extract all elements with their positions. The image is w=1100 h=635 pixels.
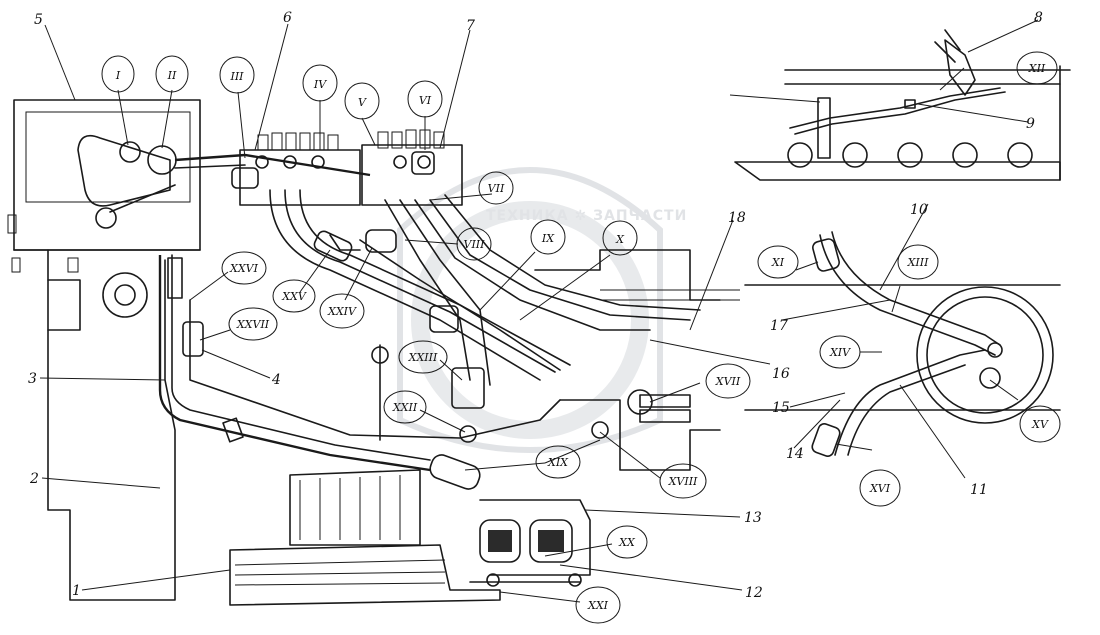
valve-xxiv	[365, 229, 397, 253]
svg-text:XX: XX	[618, 536, 636, 549]
callout-xii: XII	[1016, 51, 1058, 85]
roman-callouts: I II III IV V VI VII VIII IX X XI XII XI…	[101, 51, 1061, 624]
callout-xv: XV	[1019, 405, 1061, 443]
svg-text:XIV: XIV	[829, 346, 851, 359]
filter-xxv	[313, 230, 353, 262]
callout-3: 3	[28, 371, 37, 387]
callout-iv: IV	[302, 64, 338, 102]
svg-text:XII: XII	[1028, 62, 1046, 75]
numeric-leader-lines	[39, 19, 1039, 591]
svg-text:IV: IV	[313, 78, 327, 91]
callout-xxiv: XXIV	[319, 293, 365, 329]
callout-ix: IX	[530, 219, 566, 255]
callout-5: 5	[34, 12, 43, 28]
callout-xiv: XIV	[819, 335, 861, 369]
callout-vii: VII	[478, 171, 514, 205]
numbered-callouts: 1 2 3 4 5 6 7 8 9 10 11 12 13 14 15 16 1…	[28, 10, 1043, 601]
callout-xxvii: XXVII	[228, 307, 278, 341]
svg-text:XV: XV	[1031, 418, 1049, 431]
callout-14: 14	[786, 446, 804, 462]
svg-text:XVII: XVII	[715, 375, 741, 388]
callout-10: 10	[910, 202, 928, 218]
callout-12: 12	[745, 585, 763, 601]
svg-text:XIII: XIII	[907, 256, 930, 269]
callout-7: 7	[466, 18, 475, 34]
svg-text:V: V	[358, 96, 367, 109]
svg-text:IX: IX	[541, 232, 555, 245]
svg-text:VII: VII	[488, 182, 505, 195]
pipe-bundle	[174, 153, 701, 386]
svg-text:XI: XI	[771, 256, 785, 269]
svg-text:XXI: XXI	[587, 599, 609, 612]
svg-text:XVIII: XVIII	[668, 475, 698, 488]
svg-text:XIX: XIX	[547, 456, 569, 469]
callout-17: 17	[770, 318, 788, 334]
pump-assembly	[469, 499, 591, 587]
callout-2: 2	[29, 471, 39, 487]
callout-18: 18	[728, 210, 746, 226]
callout-16: 16	[772, 366, 790, 382]
callout-4: 4	[271, 372, 281, 388]
callout-x: X	[602, 220, 638, 256]
callout-xxv: XXV	[272, 279, 316, 313]
callout-xxvi: XXVI	[221, 251, 267, 285]
callout-6: 6	[283, 10, 292, 26]
valve-xxiii	[451, 367, 485, 409]
callout-1: 1	[72, 583, 81, 599]
svg-text:VIII: VIII	[464, 238, 486, 251]
svg-text:XXIV: XXIV	[327, 305, 357, 318]
distributor-left	[231, 132, 361, 206]
callout-viii: VIII	[456, 227, 492, 261]
callout-xi: XI	[757, 245, 799, 279]
valve-ix	[429, 305, 459, 333]
svg-text:X: X	[615, 233, 625, 246]
svg-text:XXV: XXV	[281, 290, 307, 303]
callout-iii: III	[219, 56, 255, 94]
svg-text:II: II	[167, 69, 177, 82]
watermark-text: ТЕХНИКА ✲ ЗАПЧАСТИ	[486, 208, 687, 224]
svg-text:I: I	[115, 69, 121, 82]
svg-text:XXVI: XXVI	[229, 262, 259, 275]
callout-xxiii: XXIII	[398, 340, 448, 374]
svg-text:XXVII: XXVII	[236, 318, 270, 331]
callout-xxi: XXI	[575, 586, 621, 624]
rear-wheel-assembly	[744, 231, 1061, 457]
callout-13: 13	[744, 510, 762, 526]
callout-v: V	[344, 82, 380, 120]
watermark: ТЕХНИКА ✲ ЗАПЧАСТИ	[397, 167, 687, 453]
svg-text:VI: VI	[419, 94, 432, 107]
callout-vi: VI	[407, 80, 443, 118]
callout-9: 9	[1026, 116, 1035, 132]
oil-tank	[229, 469, 501, 606]
svg-text:XXIII: XXIII	[408, 351, 438, 364]
callout-xiii: XIII	[897, 244, 939, 280]
callout-xvii: XVII	[705, 363, 751, 399]
callout-xvi: XVI	[859, 469, 901, 507]
callout-11: 11	[970, 482, 988, 498]
callout-xviii: XVIII	[659, 463, 707, 499]
inset-top-right	[734, 29, 1071, 181]
return-line	[158, 254, 609, 490]
svg-text:III: III	[229, 70, 244, 83]
callout-15: 15	[772, 400, 790, 416]
callout-xxii: XXII	[383, 390, 427, 424]
callout-ii: II	[155, 55, 189, 93]
svg-text:XXII: XXII	[392, 401, 418, 414]
leader-lines	[117, 67, 1019, 603]
svg-text:XVI: XVI	[869, 482, 891, 495]
callout-xix: XIX	[535, 445, 581, 479]
callout-8: 8	[1034, 10, 1043, 26]
callout-i: I	[101, 55, 135, 93]
callout-xx: XX	[606, 525, 648, 559]
